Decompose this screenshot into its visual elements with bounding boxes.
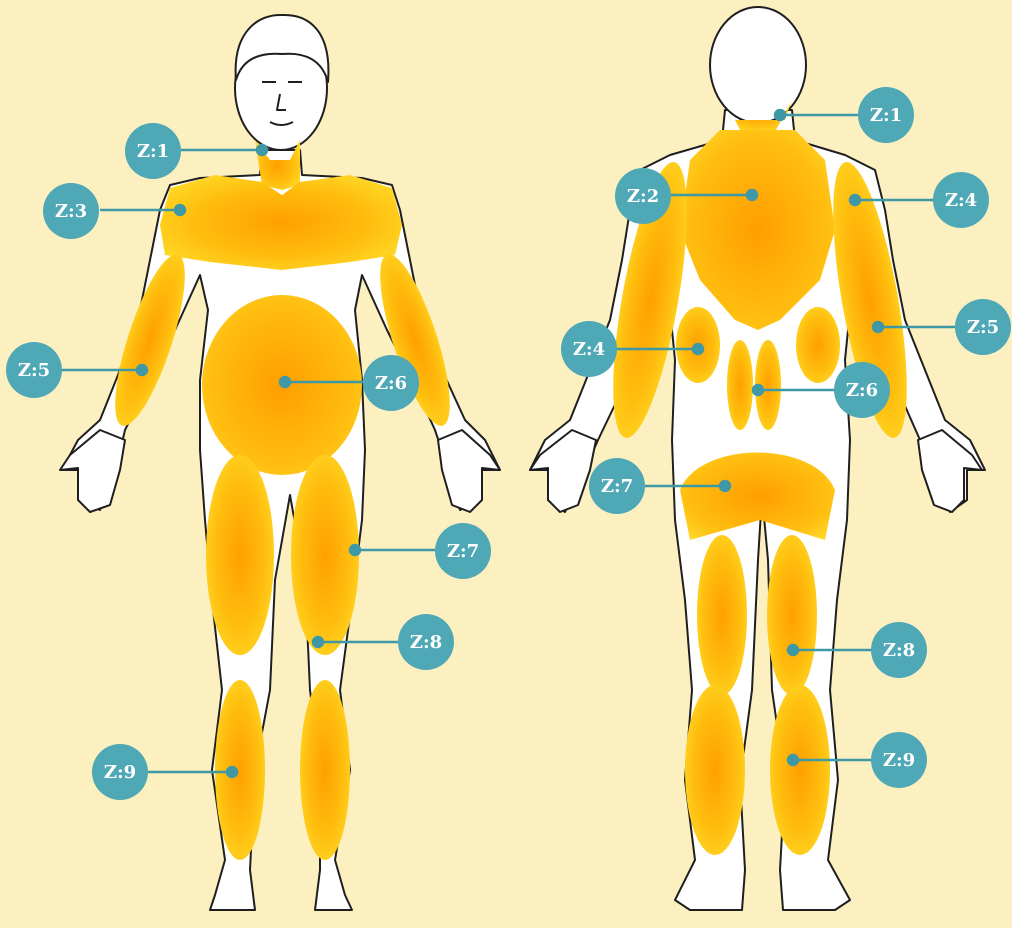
front-zone-6-marker[interactable]: Z:6 (363, 355, 419, 411)
back-zone-8-marker[interactable]: Z:8 (871, 622, 927, 678)
front-zone-right-shin (300, 680, 350, 860)
back-zone-6-marker[interactable]: Z:6 (834, 362, 890, 418)
back-zone-1-marker[interactable]: Z:1 (858, 87, 914, 143)
front-zone-1-marker[interactable]: Z:1 (125, 123, 181, 179)
back-zone-right-calf (770, 685, 830, 855)
back-zone-right-hamstring (767, 535, 817, 695)
back-zone-right-flank (796, 307, 840, 383)
back-zone-4-flank-marker[interactable]: Z:4 (561, 321, 617, 377)
back-zone-left-hamstring (697, 535, 747, 695)
back-zone-9-marker[interactable]: Z:9 (871, 732, 927, 788)
front-zone-5-marker[interactable]: Z:5 (6, 342, 62, 398)
front-zone-3-marker[interactable]: Z:3 (43, 183, 99, 239)
front-zone-left-shin (215, 680, 265, 860)
back-zone-4-arm-marker[interactable]: Z:4 (933, 172, 989, 228)
back-head (710, 7, 806, 123)
front-zone-7-marker[interactable]: Z:7 (435, 523, 491, 579)
back-zone-7-marker[interactable]: Z:7 (589, 458, 645, 514)
back-zone-lower-back-left (727, 340, 753, 430)
front-zone-8-marker[interactable]: Z:8 (398, 614, 454, 670)
front-zone-left-thigh (206, 455, 274, 655)
back-zone-2-marker[interactable]: Z:2 (615, 168, 671, 224)
front-zone-right-thigh (291, 455, 359, 655)
back-zone-left-calf (685, 685, 745, 855)
back-zone-5-marker[interactable]: Z:5 (955, 299, 1011, 355)
front-zone-9-marker[interactable]: Z:9 (92, 744, 148, 800)
